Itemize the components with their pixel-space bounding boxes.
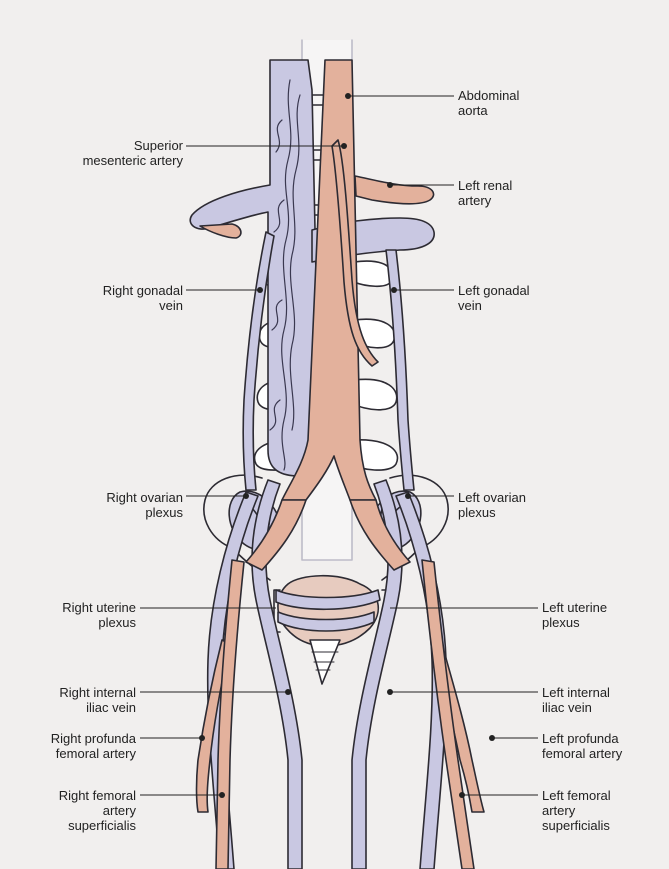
- left-internal-iliac-vein: [351, 479, 403, 869]
- label-line: superficialis: [68, 818, 136, 833]
- label-line: Left renal: [458, 178, 513, 193]
- label-line: Left internal: [542, 685, 610, 700]
- label-line: femoral artery: [542, 746, 623, 761]
- label-line: plexus: [145, 505, 183, 520]
- label-left-uterine-plexus: Left uterine plexus: [542, 600, 607, 630]
- label-line: artery: [542, 803, 576, 818]
- label-line: Right uterine: [62, 600, 136, 615]
- label-line: aorta: [458, 103, 488, 118]
- label-right-femoral-artery-superficialis: Right femoral artery superficialis: [59, 788, 136, 833]
- label-abdominal-aorta: Abdominal aorta: [458, 88, 519, 118]
- label-line: Superior: [133, 138, 183, 153]
- superior-mesenteric-artery: [331, 139, 379, 367]
- label-line: Abdominal: [458, 88, 520, 103]
- label-line: Right internal: [59, 685, 136, 700]
- label-line: Left femoral: [542, 788, 611, 803]
- vertebral-venous-plexus: [269, 79, 301, 471]
- label-line: mesenteric artery: [82, 153, 183, 168]
- left-femoral-artery-superficialis: [421, 559, 475, 869]
- label-left-gonadal-vein: Left gonadal vein: [458, 283, 530, 313]
- label-right-uterine-plexus: Right uterine plexus: [62, 600, 136, 630]
- label-line: iliac vein: [542, 700, 592, 715]
- label-left-profunda-femoral-artery: Left profunda femoral artery: [542, 731, 622, 761]
- label-right-internal-iliac-vein: Right internal iliac vein: [59, 685, 136, 715]
- label-line: plexus: [542, 615, 580, 630]
- label-line: vein: [159, 298, 183, 313]
- label-line: Left ovarian: [458, 490, 526, 505]
- label-left-renal-artery: Left renal artery: [458, 178, 512, 208]
- label-line: vein: [458, 298, 482, 313]
- abdominal-aorta: [281, 59, 377, 501]
- right-femoral-artery-superficialis: [215, 559, 245, 869]
- label-line: Left uterine: [542, 600, 608, 615]
- uterus: [277, 574, 380, 647]
- label-left-femoral-artery-superficialis: Left femoral artery superficialis: [542, 788, 611, 833]
- leader-dots: [199, 93, 495, 798]
- inferior-vena-cava: [189, 59, 321, 477]
- leader-lines: [140, 95, 538, 796]
- uterine-plexus: [275, 589, 381, 632]
- label-line: Left profunda: [542, 731, 619, 746]
- label-line: Right ovarian: [106, 490, 183, 505]
- right-common-iliac-artery: [245, 499, 307, 571]
- label-line: Left gonadal: [458, 283, 530, 298]
- right-internal-iliac-vein: [251, 479, 303, 869]
- label-line: artery: [458, 193, 492, 208]
- left-common-iliac-artery: [349, 499, 411, 571]
- label-right-gonadal-vein: Right gonadal vein: [103, 283, 183, 313]
- label-line: iliac vein: [86, 700, 136, 715]
- label-line: plexus: [458, 505, 496, 520]
- label-line: femoral artery: [55, 746, 136, 761]
- left-gonadal-vein: [385, 249, 415, 491]
- label-line: Right femoral: [58, 788, 136, 803]
- label-line: artery: [102, 803, 136, 818]
- right-gonadal-vein: [242, 231, 275, 491]
- label-right-ovarian-plexus: Right ovarian plexus: [106, 490, 183, 520]
- label-line: plexus: [98, 615, 136, 630]
- label-left-ovarian-plexus: Left ovarian plexus: [458, 490, 526, 520]
- right-renal-artery: [199, 223, 242, 239]
- label-left-internal-iliac-vein: Left internal iliac vein: [542, 685, 610, 715]
- label-line: Right gonadal: [102, 283, 183, 298]
- left-renal-artery: [354, 175, 435, 205]
- label-line: Right profunda: [50, 731, 136, 746]
- label-superior-mesenteric-artery: Superior mesenteric artery: [83, 138, 183, 168]
- label-right-profunda-femoral-artery: Right profunda femoral artery: [51, 731, 136, 761]
- label-line: superficialis: [542, 818, 610, 833]
